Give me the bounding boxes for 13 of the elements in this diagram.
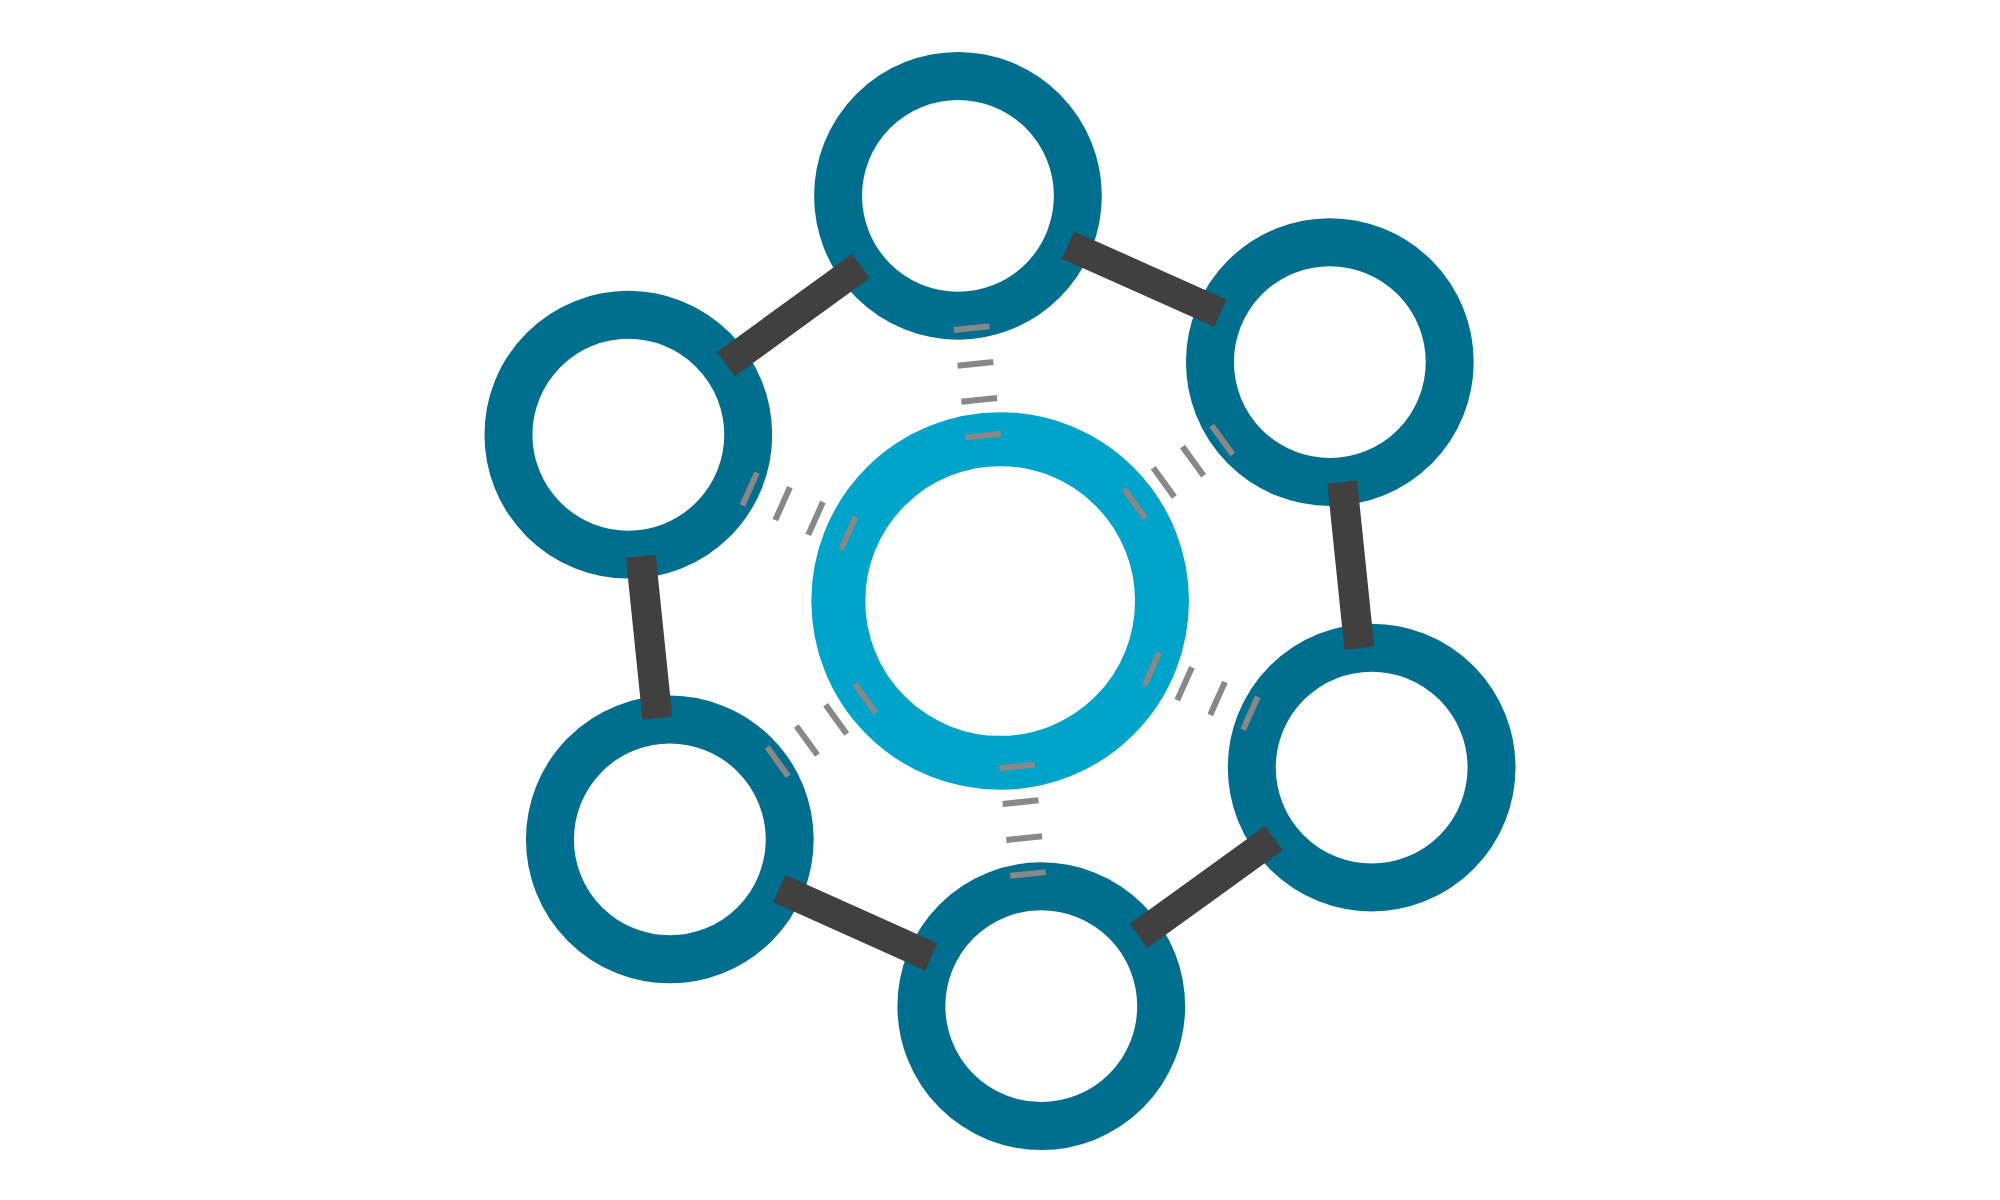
node-circle [811, 411, 1189, 789]
connector [1129, 825, 1283, 947]
connector [1061, 230, 1227, 326]
node-circle [1227, 622, 1516, 911]
node-circle [1185, 217, 1474, 505]
node-circle [897, 861, 1186, 1149]
node-circle [525, 694, 814, 983]
connector [773, 873, 938, 970]
connector [717, 253, 870, 376]
connector [625, 553, 673, 719]
node-circle [484, 289, 773, 578]
node-circle [814, 51, 1102, 339]
connector [1327, 479, 1375, 649]
